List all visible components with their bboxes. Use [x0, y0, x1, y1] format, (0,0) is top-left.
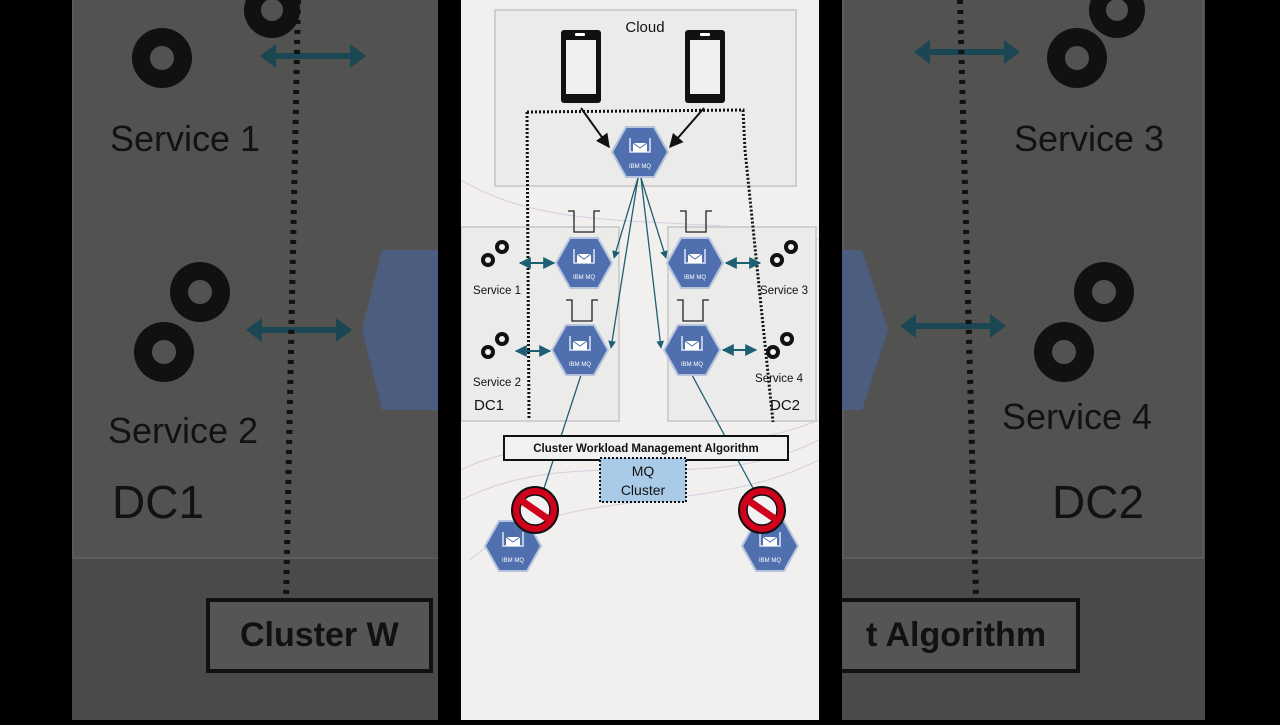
ibm-mq-queue-manager-dc2-b: IBM MQ [663, 324, 721, 376]
cloud-box [494, 9, 797, 187]
dc2-label: DC2 [770, 397, 800, 414]
service-1-label: Service 1 [473, 285, 521, 297]
background-left-decor [132, 0, 438, 601]
arrow [669, 107, 705, 149]
background-right-panel: Service 3 Service 4 DC2 t Algorithm [842, 0, 1205, 720]
ibm-mq-queue-manager-dc2-a: IBM MQ [666, 237, 724, 289]
background-dc2-box [842, 0, 1204, 559]
svg-text:IBM MQ: IBM MQ [573, 275, 595, 281]
background-dc1: DC1 [112, 476, 205, 528]
arrow [580, 107, 610, 149]
gear-icon [134, 322, 194, 382]
gear-icon [1034, 322, 1094, 382]
phone-icon [561, 30, 601, 103]
background-algorithm-box: t Algorithm [842, 598, 1081, 673]
ibm-mq-queue-manager-dc1-b: IBM MQ [551, 324, 609, 376]
queue-icon [566, 210, 712, 322]
bidirectional-arrow-icon [246, 44, 366, 342]
mq-cluster-label-line2: Cluster [621, 482, 666, 498]
background-dc2: DC2 [1052, 476, 1145, 528]
background-service-2: Service 2 [108, 410, 259, 451]
gear-icon [1074, 262, 1134, 322]
service-2-label: Service 2 [473, 377, 521, 389]
prohibited-icon [512, 487, 558, 533]
gear-icon [170, 262, 230, 322]
algorithm-box [503, 435, 789, 461]
gear-icon [1089, 0, 1145, 38]
gear-icon [132, 28, 192, 88]
ibm-mq-hexagon-icon [842, 250, 888, 410]
svg-text:IBM MQ: IBM MQ [502, 558, 524, 564]
svg-text:IBM MQ: IBM MQ [629, 164, 651, 170]
gear-icon [244, 0, 300, 38]
ibm-mq-queue-manager-cloud: IBM MQ [611, 126, 669, 178]
dotted-boundary [957, 0, 979, 601]
dc1-label: DC1 [474, 397, 504, 414]
background-right-decor [842, 0, 1145, 601]
mq-cluster-label-line1: MQ [632, 463, 655, 479]
ibm-mq-hexagon-icon [362, 250, 438, 410]
svg-text:IBM MQ: IBM MQ [759, 558, 781, 564]
ibm-mq-queue-manager-dc1-a: IBM MQ [555, 237, 613, 289]
background-service-4: Service 4 [1002, 396, 1153, 437]
bidirectional-arrows [514, 257, 762, 357]
dotted-boundary [283, 0, 301, 601]
background-left-panel: Service 1 Service 2 DC1 Cluster W [72, 0, 438, 720]
svg-text:IBM MQ: IBM MQ [684, 275, 706, 281]
svg-text:IBM MQ: IBM MQ [569, 362, 591, 368]
diagram-panel: Cloud Service 1 Service 2 Service 3 Serv… [460, 0, 820, 720]
gear-icon [1047, 28, 1107, 88]
phone-icon [685, 30, 725, 103]
service-3-label: Service 3 [760, 285, 808, 297]
background-service-1: Service 1 [110, 118, 261, 159]
cloud-label: Cloud [625, 19, 664, 36]
background-service-3: Service 3 [1014, 118, 1165, 159]
ibm-mq-queue-manager-blocked-right: IBM MQ [741, 520, 799, 572]
mq-cluster-box [599, 457, 687, 503]
service-4-label: Service 4 [755, 373, 804, 385]
dotted-cluster-boundary [525, 108, 775, 423]
svg-text:IBM MQ: IBM MQ [681, 362, 703, 368]
prohibited-icon [739, 487, 785, 533]
background-algorithm-box: Cluster W [206, 598, 433, 673]
bidirectional-arrow-icon [900, 40, 1020, 338]
mq-cluster-diagram: Cloud Service 1 Service 2 Service 3 Serv… [460, 9, 820, 572]
ibm-mq-queue-manager-blocked-left: IBM MQ [484, 520, 542, 572]
algorithm-label: Cluster Workload Management Algorithm [533, 443, 759, 455]
